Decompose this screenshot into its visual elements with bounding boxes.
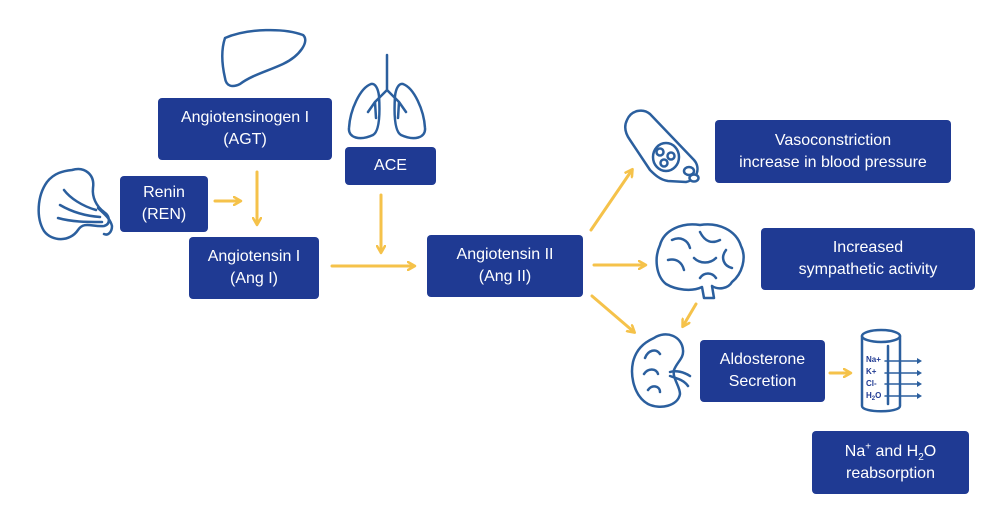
tubule-label-k: K+ <box>866 367 877 376</box>
brain-icon <box>655 223 745 300</box>
liver-icon <box>221 28 307 88</box>
angiotensin2-abbr: (Ang II) <box>478 268 532 285</box>
sympathetic-box: Increased sympathetic activity <box>761 228 975 290</box>
ace-label: ACE <box>374 157 407 174</box>
aldosterone-box: Aldosterone Secretion <box>700 340 825 402</box>
renin-label: Renin <box>143 184 185 201</box>
pancreas-icon <box>37 167 114 241</box>
tubule-label-na: Na+ <box>866 355 881 364</box>
kidney-icon <box>630 333 692 408</box>
aldosterone-label: Aldosterone <box>719 351 806 368</box>
tubule-label-cl: Cl- <box>866 379 877 388</box>
blood-vessel-icon <box>624 109 700 184</box>
vasoconstriction-label: Vasoconstriction <box>774 131 892 149</box>
angiotensin2-box: Angiotensin II (Ang II) <box>427 235 583 297</box>
angiotensinogen-abbr: (AGT) <box>223 131 267 148</box>
angiotensinogen-box: Angiotensinogen I (AGT) <box>158 98 332 160</box>
renin-box: Renin (REN) <box>120 176 208 232</box>
lungs-icon <box>347 53 427 140</box>
reabsorption-label: reabsorption <box>846 464 935 482</box>
angiotensin1-box: Angiotensin I (Ang I) <box>189 237 319 299</box>
angiotensinogen-label: Angiotensinogen I <box>180 109 310 126</box>
angiotensin1-label: Angiotensin I <box>207 248 301 265</box>
arrow-brain-to-kidney <box>683 302 698 326</box>
arrow-ang2-to-vessel <box>589 170 632 232</box>
reabsorption-box: Na+ and H2O reabsorption <box>812 431 969 494</box>
angiotensin2-label: Angiotensin II <box>456 246 554 263</box>
tubule-label-h2o: H2O <box>866 391 881 402</box>
sympathetic-effect: sympathetic activity <box>798 261 938 278</box>
tubule-icon <box>860 328 922 413</box>
reabsorption-ions: Na+ and H2O <box>844 441 937 463</box>
ace-box: ACE <box>345 147 436 185</box>
sympathetic-label: Increased <box>832 239 904 256</box>
vasoconstriction-effect: increase in blood pressure <box>739 153 927 171</box>
arrow-ang2-to-kidney <box>590 294 634 332</box>
angiotensin1-abbr: (Ang I) <box>229 270 278 287</box>
renin-abbr: (REN) <box>141 206 187 223</box>
aldosterone-effect: Secretion <box>728 373 797 390</box>
vasoconstriction-box: Vasoconstriction increase in blood press… <box>715 120 951 183</box>
